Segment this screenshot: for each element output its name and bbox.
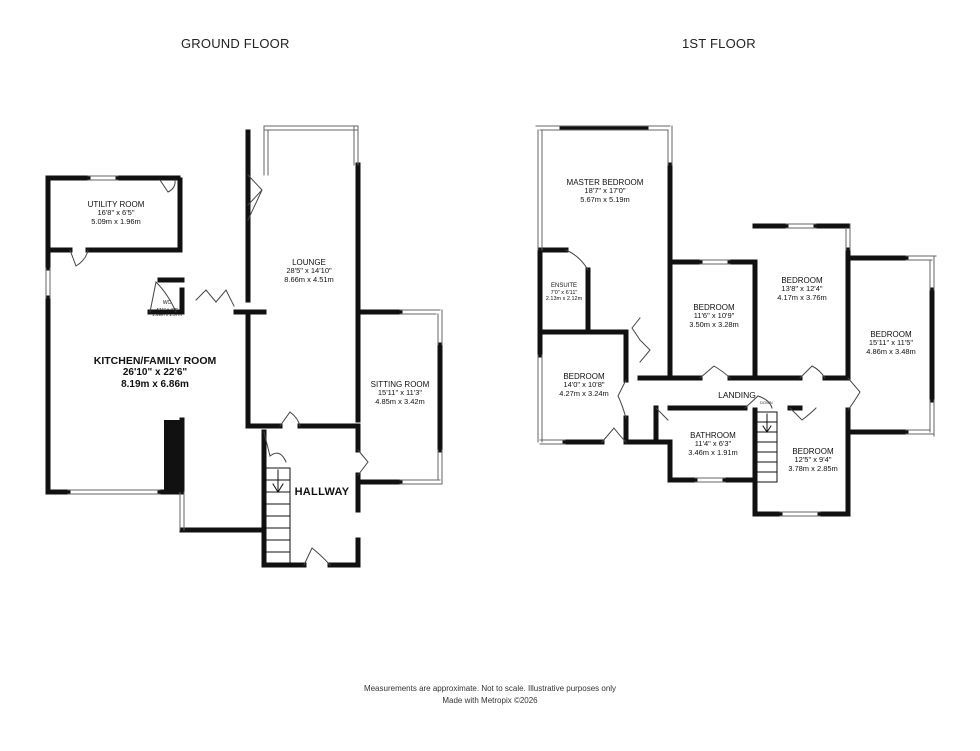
room-dimensions-imperial: 15'11" x 11'5"	[868, 338, 914, 348]
ground-floor-stairs	[265, 467, 291, 565]
kitchen-chimney-breast	[164, 420, 182, 492]
ground-floor-doors	[69, 174, 369, 566]
room-dimensions-metric: 5.67m x 5.19m	[580, 194, 630, 204]
ground-floor-walls	[45, 129, 443, 568]
room-dimensions-imperial: 18'7" x 17'0"	[584, 186, 626, 196]
first-floor-stairs	[756, 411, 778, 483]
ground-floor-windows	[45, 125, 443, 531]
ground-floor-title: GROUND FLOOR	[181, 36, 290, 51]
room-name: UTILITY ROOM	[87, 200, 145, 209]
room-label-kitchen: KITCHEN/FAMILY ROOM 26'10" x 22'6" 8.19m…	[70, 355, 240, 390]
room-label-bedroom-6: BEDROOM 12'5" x 9'4" 3.78m x 2.85m	[780, 447, 846, 473]
first-floor-walls	[537, 125, 935, 517]
room-name: BEDROOM	[781, 276, 823, 285]
room-dimensions-imperial: 12'5" x 9'4"	[794, 455, 832, 465]
room-name: MASTER BEDROOM	[566, 178, 644, 187]
room-label-landing: LANDING	[712, 390, 762, 401]
room-name: BEDROOM	[870, 330, 912, 339]
room-label-bedroom-2: BEDROOM 11'6" x 10'9" 3.50m x 3.28m	[674, 303, 754, 329]
room-name: BATHROOM	[690, 431, 736, 440]
room-name: WC	[162, 300, 172, 306]
disclaimer-text: Measurements are approximate. Not to sca…	[363, 684, 617, 693]
room-dimensions-imperial: 11'6" x 10'9"	[693, 311, 735, 321]
room-name: LANDING	[718, 390, 756, 400]
room-dimensions-metric: 3.50m x 3.28m	[689, 319, 739, 329]
room-label-ensuite: ENSUITE 7'0" x 6'11" 2.13m x 2.12m	[540, 283, 588, 303]
room-dimensions-metric: 3.78m x 2.85m	[788, 463, 838, 473]
room-dimensions-metric: 4.17m x 3.76m	[777, 292, 827, 302]
room-dimensions-imperial: 14'0" x 10'8"	[563, 380, 605, 390]
room-dimensions-imperial: 28'5" x 14'10"	[286, 266, 332, 276]
room-name: ENSUITE	[550, 283, 577, 289]
room-name: KITCHEN/FAMILY ROOM	[93, 355, 217, 367]
room-label-master-bedroom: MASTER BEDROOM 18'7" x 17'0" 5.67m x 5.1…	[554, 178, 656, 204]
room-label-bedroom-4: BEDROOM 15'11" x 11'5" 4.86m x 3.48m	[852, 330, 930, 356]
stairs-down-label: DOWN	[760, 400, 773, 405]
room-label-utility: UTILITY ROOM 16'8" x 6'5" 5.09m x 1.96m	[60, 200, 172, 226]
room-dimensions-metric: 8.19m x 6.86m	[121, 378, 189, 390]
room-dimensions-metric: 1.49m x 1.37m	[152, 311, 182, 317]
room-dimensions-imperial: 15'11" x 11'3"	[377, 388, 423, 398]
room-name: HALLWAY	[294, 486, 350, 498]
room-dimensions-imperial: 13'8" x 12'4"	[781, 284, 823, 294]
first-floor-windows	[535, 125, 937, 517]
first-floor-doors	[565, 249, 861, 443]
room-dimensions-metric: 5.09m x 1.96m	[91, 216, 141, 226]
room-label-wc: WC 4'11" x 4'8" 1.49m x 1.37m	[150, 300, 184, 317]
room-dimensions-metric: 4.85m x 3.42m	[375, 396, 425, 406]
room-dimensions-metric: 2.13m x 2.12m	[545, 296, 583, 303]
room-label-bathroom: BATHROOM 11'4" x 6'3" 3.46m x 1.91m	[674, 431, 752, 457]
room-dimensions-imperial: 11'4" x 6'3"	[694, 439, 732, 449]
room-label-sitting: SITTING ROOM 15'11" x 11'3" 4.85m x 3.42…	[362, 380, 438, 406]
room-dimensions-metric: 4.27m x 3.24m	[559, 388, 609, 398]
credit-text: Made with Metropix ©2026	[442, 696, 538, 705]
room-dimensions-metric: 4.86m x 3.48m	[866, 346, 916, 356]
room-label-hallway: HALLWAY	[292, 486, 352, 499]
room-name: LOUNGE	[292, 258, 326, 267]
room-dimensions-imperial: 16'8" x 6'5"	[97, 208, 135, 218]
room-name: BEDROOM	[792, 447, 834, 456]
room-name: BEDROOM	[693, 303, 735, 312]
room-label-lounge: LOUNGE 28'5" x 14'10" 8.66m x 4.51m	[262, 258, 356, 284]
first-floor-title: 1ST FLOOR	[682, 36, 756, 51]
room-dimensions-imperial: 26'10" x 22'6"	[122, 367, 188, 379]
room-dimensions-imperial: 4'11" x 4'8"	[156, 306, 178, 312]
room-name: BEDROOM	[563, 372, 605, 381]
room-dimensions-imperial: 7'0" x 6'11"	[550, 289, 578, 296]
room-label-bedroom-5: BEDROOM 14'0" x 10'8" 4.27m x 3.24m	[546, 372, 622, 398]
room-label-bedroom-3: BEDROOM 13'8" x 12'4" 4.17m x 3.76m	[760, 276, 844, 302]
room-name: SITTING ROOM	[370, 380, 430, 389]
room-dimensions-metric: 8.66m x 4.51m	[284, 274, 334, 284]
room-dimensions-metric: 3.46m x 1.91m	[688, 447, 738, 457]
